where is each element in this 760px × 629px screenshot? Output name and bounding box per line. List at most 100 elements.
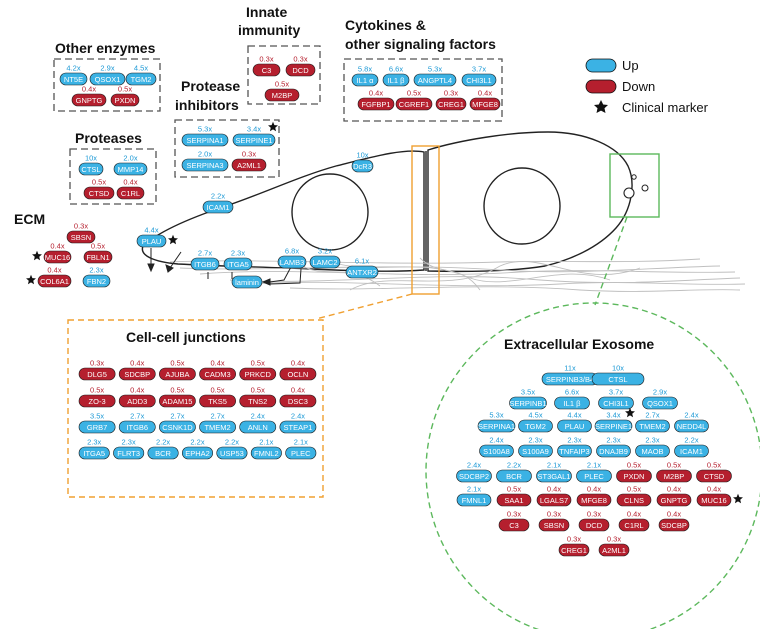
- fold-change-label: 3.4x: [606, 411, 620, 420]
- gene-pill-shape: [461, 73, 497, 87]
- fold-change-label: 0.5x: [507, 485, 521, 494]
- fold-change-label: 0.5x: [118, 85, 132, 94]
- gene-name-label: TNS2: [248, 397, 267, 406]
- gene-pill-shape: [598, 543, 630, 557]
- clinical-marker-star-icon: [594, 100, 608, 113]
- gene-pill-shape: [279, 394, 317, 408]
- gene-pill-shape: [202, 200, 234, 214]
- gene-name-label: ITGB6: [194, 260, 216, 269]
- legend-up-label: Up: [622, 58, 639, 73]
- gene-name-label: COL6A1: [40, 277, 69, 286]
- fold-change-label: 2.7x: [645, 411, 659, 420]
- gene-pill-shape: [199, 420, 236, 434]
- gene-name-label: SDCBP: [661, 521, 687, 530]
- gene-pill-shape: [557, 419, 592, 433]
- cell-body-right: [427, 131, 633, 273]
- fold-change-label: 5.3x: [428, 65, 442, 74]
- gene-pill-shape: [250, 446, 282, 460]
- gene-name-label: TKS5: [208, 397, 227, 406]
- fold-change-label: 2.4x: [489, 436, 503, 445]
- gene-name-label: A2ML1: [237, 161, 261, 170]
- gene-name-label: CTSD: [89, 189, 110, 198]
- gene-pill-shape: [656, 493, 692, 507]
- fold-change-label: 2.1x: [547, 461, 561, 470]
- gene-pill-shape: [351, 159, 374, 173]
- gene-pill-shape: [89, 72, 126, 86]
- gene-pill-shape: [477, 419, 516, 433]
- clinical-marker-star-icon: [168, 234, 178, 245]
- fold-change-label: 2.2x: [684, 436, 698, 445]
- legend-down-swatch: [585, 79, 617, 94]
- gene-name-label: CADM3: [204, 370, 230, 379]
- gene-name-label: TGM2: [131, 75, 152, 84]
- fold-change-label: 0.3x: [293, 55, 307, 64]
- fold-change-label: 0.4x: [47, 266, 61, 275]
- gene-pill-shape: [277, 255, 307, 269]
- gene-name-label: NEDD4L: [677, 422, 707, 431]
- gene-pill-shape: [498, 518, 530, 532]
- fold-change-label: 0.4x: [707, 485, 721, 494]
- gene-name-label: FLRT3: [117, 449, 140, 458]
- gene-name-label: CHI3L1: [466, 76, 491, 85]
- gene-name-label: ANLN: [248, 423, 268, 432]
- junction-highlight-box: [411, 145, 440, 295]
- fold-change-label: 3.5x: [521, 388, 535, 397]
- fold-change-label: 0.4x: [667, 510, 681, 519]
- gene-name-label: CHI3L1: [603, 399, 628, 408]
- gene-pill-shape: [252, 63, 281, 77]
- gene-name-label: ADAM15: [162, 397, 192, 406]
- gene-pill-shape: [616, 469, 652, 483]
- gene-pill-shape: [78, 367, 116, 381]
- gene-name-label: MUC16: [701, 496, 726, 505]
- fold-change-label: 2.3x: [231, 249, 245, 258]
- gene-pill-shape: [578, 518, 610, 532]
- gene-pill-shape: [558, 543, 590, 557]
- junctions-box: [67, 319, 324, 498]
- fold-change-label: 5.8x: [358, 65, 372, 74]
- fold-change-label: 6.6x: [565, 388, 579, 397]
- legend-marker-label: Clinical marker: [622, 100, 709, 115]
- fold-change-label: 2.3x: [528, 436, 542, 445]
- fold-change-label: 0.3x: [587, 510, 601, 519]
- fold-change-label: 2.7x: [210, 412, 224, 421]
- fold-change-label: 0.4x: [291, 359, 305, 368]
- gene-pill-shape: [59, 72, 88, 86]
- fold-change-label: 0.4x: [123, 178, 137, 187]
- gene-name-label: CSNK1D: [162, 423, 193, 432]
- ecm-fibers: [169, 257, 746, 292]
- innate-immunity-title-line2: immunity: [238, 22, 300, 38]
- clinical-marker-star-icon: [625, 407, 635, 418]
- gene-name-label: FGFBP1: [361, 100, 390, 109]
- fold-change-label: 4.2x: [66, 64, 80, 73]
- gene-pill-shape: [696, 469, 732, 483]
- nucleus-right: [483, 167, 561, 245]
- gene-pill-shape: [357, 97, 395, 111]
- fold-change-label: 0.3x: [444, 89, 458, 98]
- gene-pill-shape: [285, 446, 317, 460]
- gene-pill-shape: [181, 446, 214, 460]
- gene-name-label: CTSL: [608, 375, 627, 384]
- vesicle-small: [631, 174, 637, 180]
- gene-pill-shape: [642, 396, 678, 410]
